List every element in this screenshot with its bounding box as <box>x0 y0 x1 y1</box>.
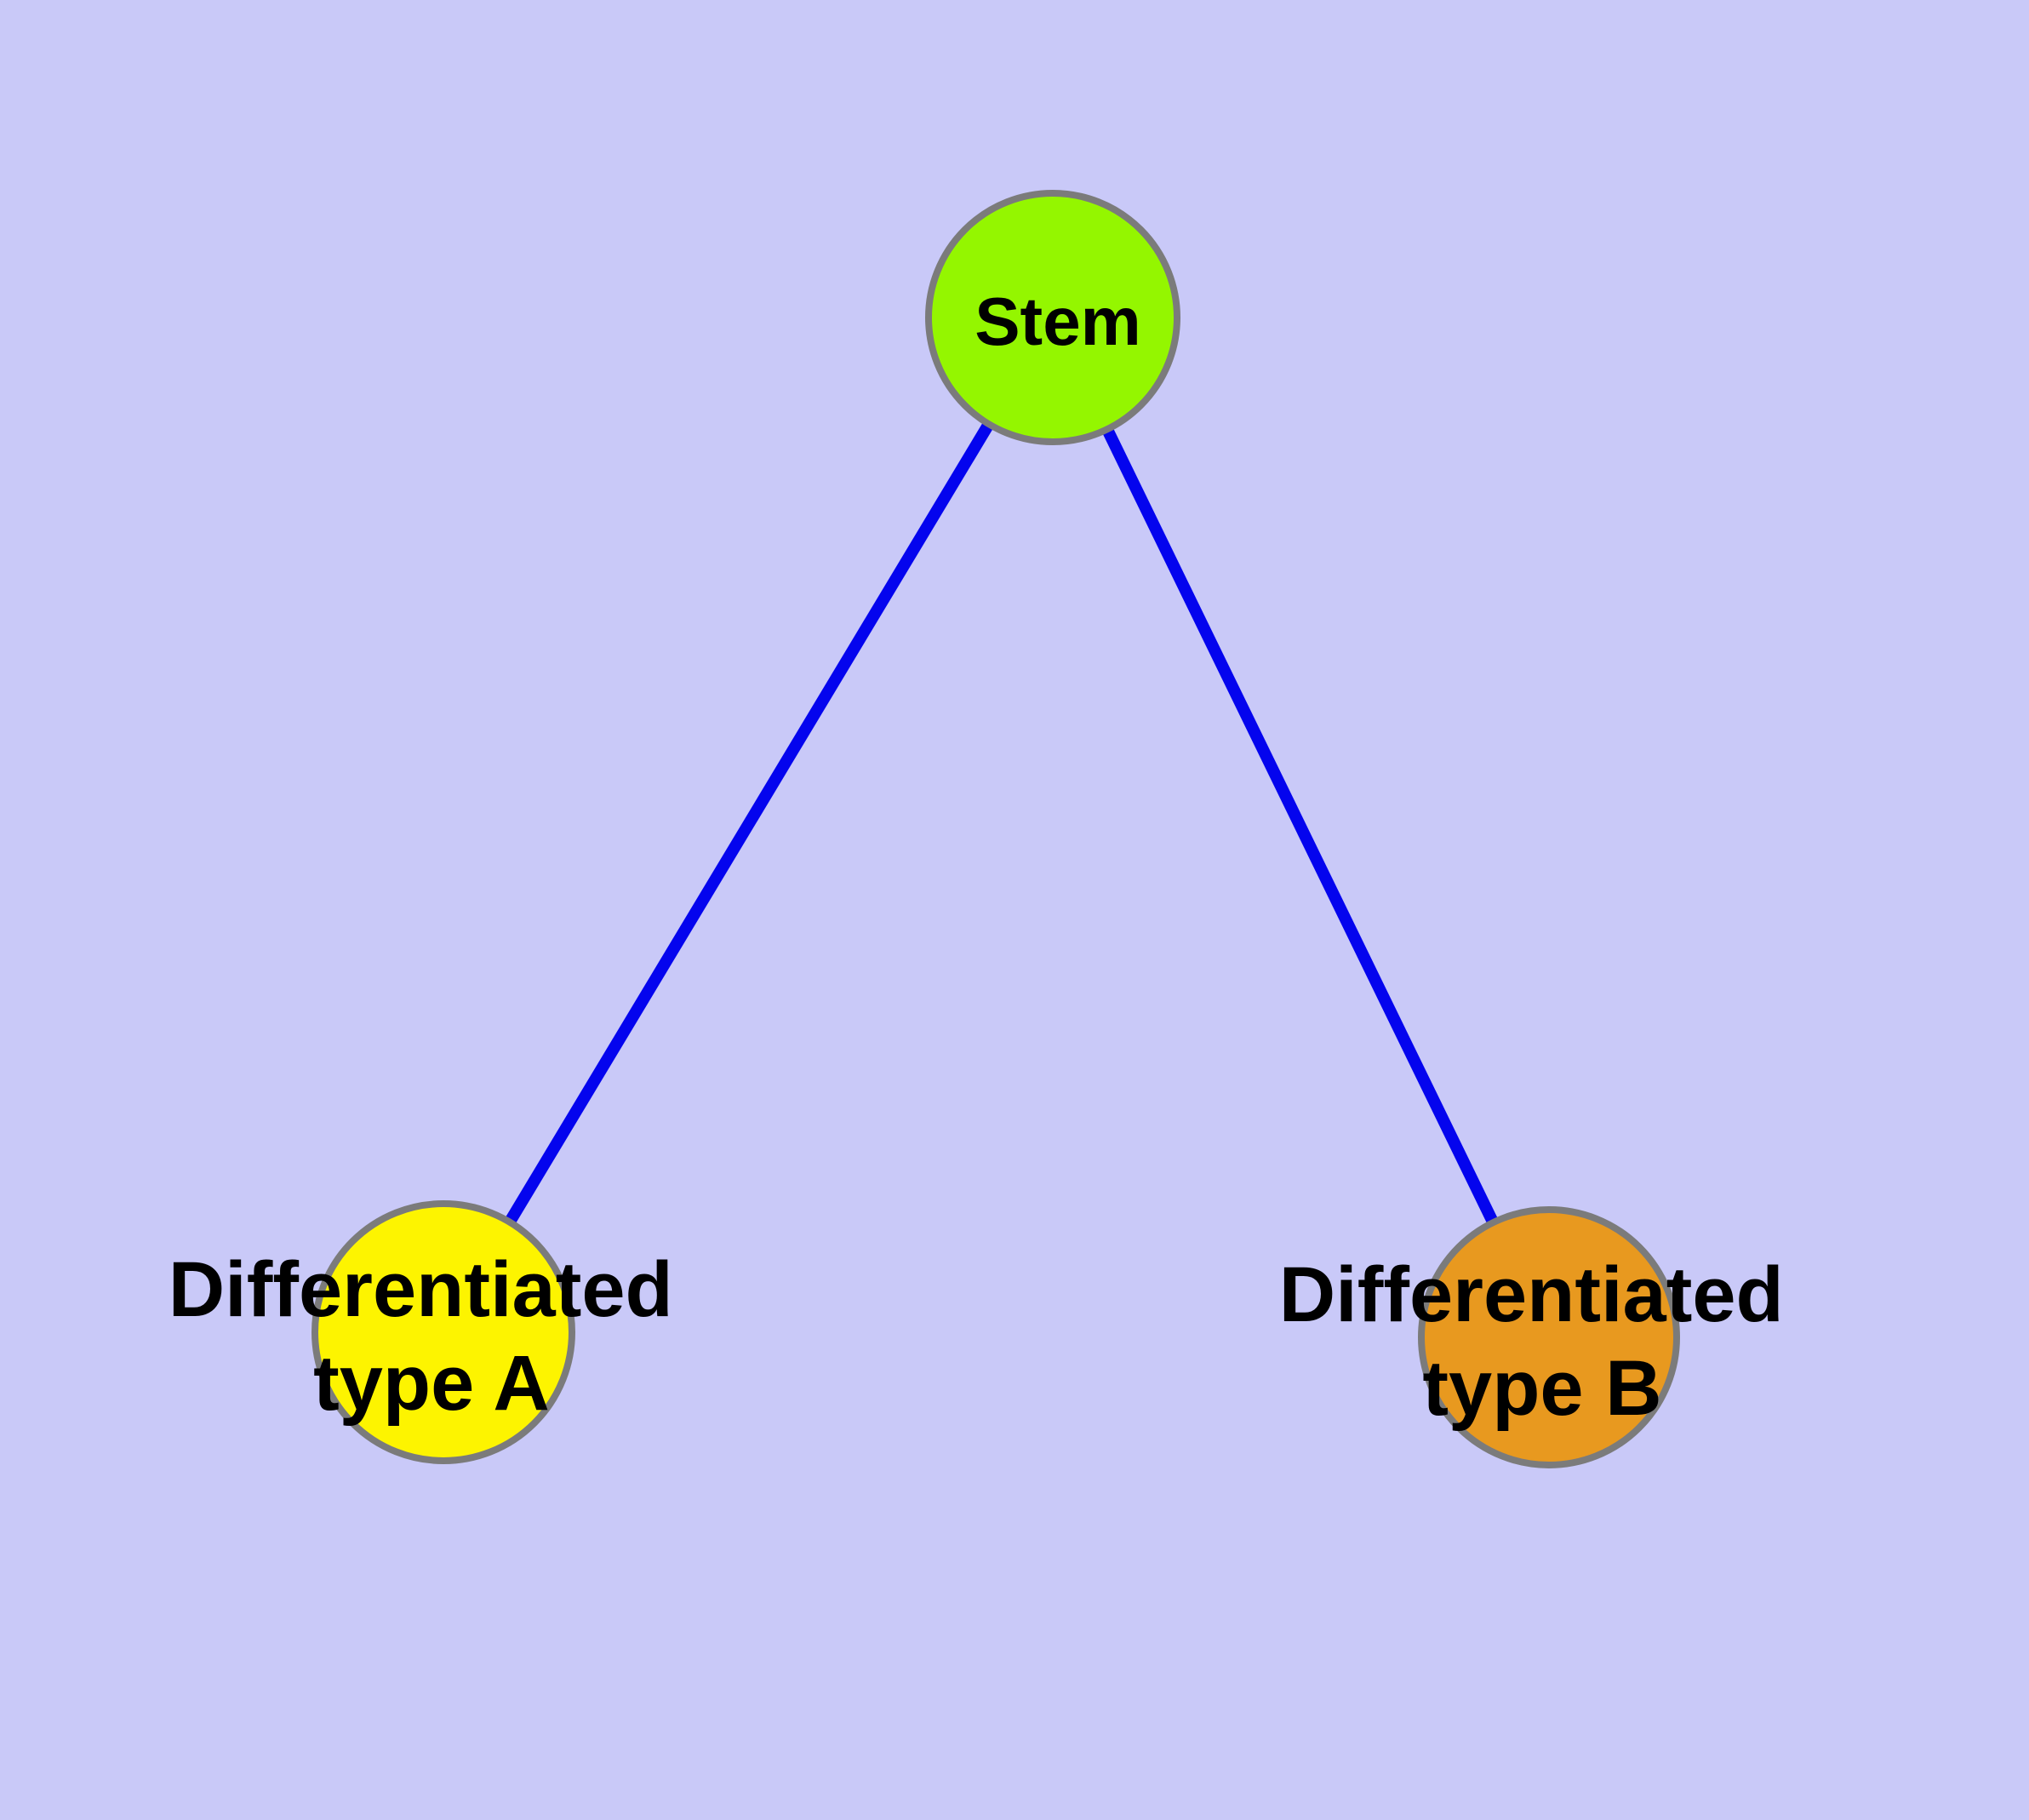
node-differentiated-type-b-label-line-2: type B <box>1422 1345 1661 1432</box>
node-stem-label-line-1: Stem <box>974 283 1141 359</box>
node-differentiated-type-a-circle <box>311 1200 575 1464</box>
node-differentiated-type-a-label-line-1: Differentiated <box>169 1246 673 1333</box>
node-differentiated-type-b: Differentiated type B <box>1279 1206 1806 1468</box>
node-differentiated-type-b-label-line-1: Differentiated <box>1279 1251 1784 1338</box>
node-differentiated-type-a-label: Differentiated type A <box>169 1246 695 1427</box>
node-stem: Stem <box>925 190 1180 445</box>
node-differentiated-type-b-label: Differentiated type B <box>1279 1251 1806 1432</box>
edge-stem-to-type-a <box>437 314 1059 1336</box>
node-differentiated-type-a: Differentiated type A <box>169 1200 695 1464</box>
node-stem-label: Stem <box>974 283 1141 359</box>
node-differentiated-type-a-label-line-2: type A <box>313 1340 550 1427</box>
node-stem-circle <box>925 190 1180 445</box>
node-differentiated-type-b-circle <box>1418 1206 1680 1468</box>
edge-stem-to-type-b <box>1047 314 1555 1341</box>
